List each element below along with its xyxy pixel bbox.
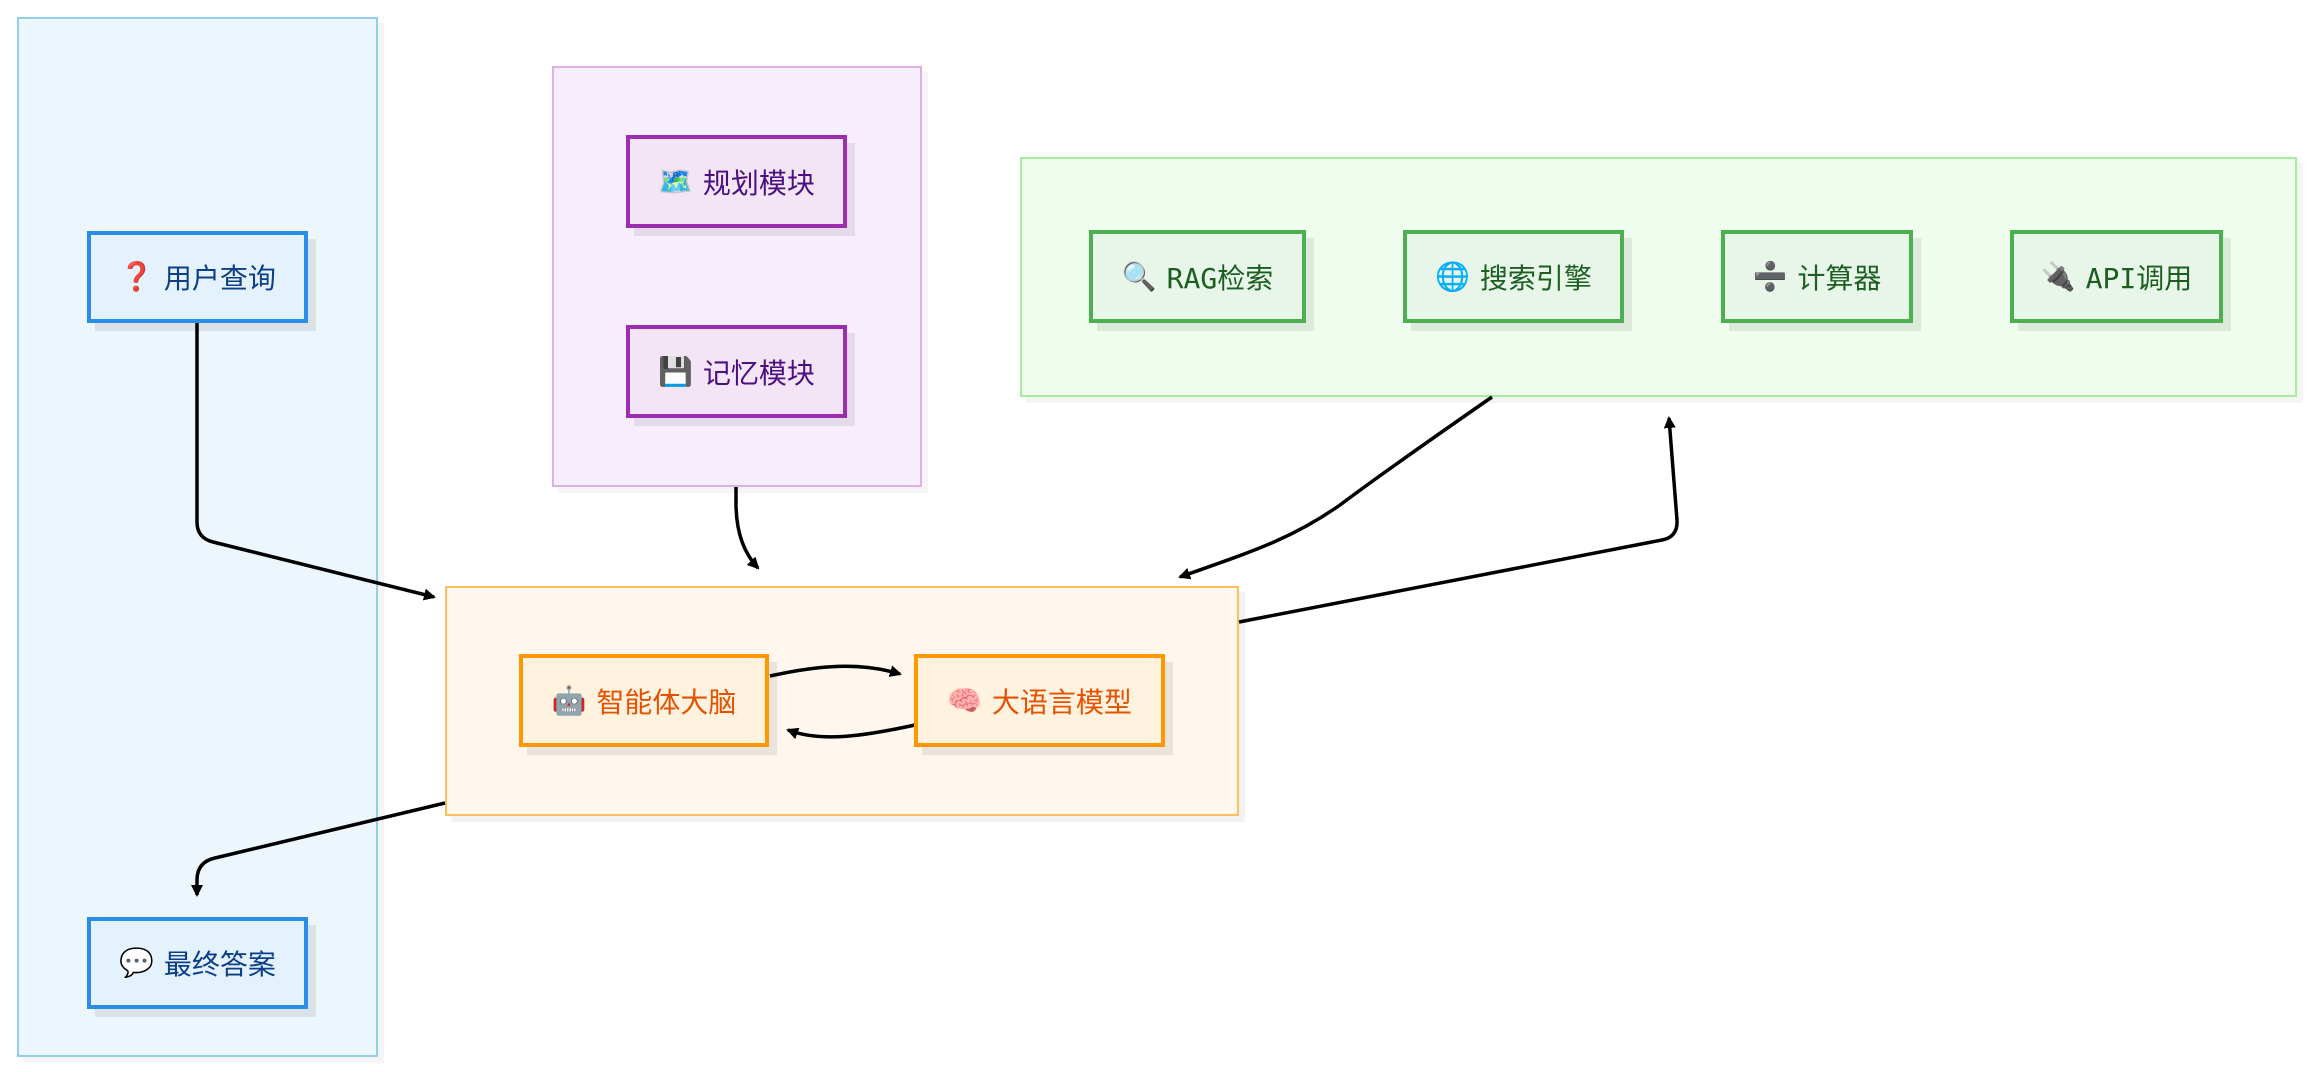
calculator-label: 计算器	[1797, 261, 1882, 295]
globe-icon: 🌐	[1435, 259, 1470, 293]
agent-brain-label: 智能体大脑	[596, 685, 737, 719]
search-engine-label: 搜索引擎	[1479, 261, 1592, 295]
robot-icon: 🤖	[551, 683, 587, 717]
search-engine-node[interactable]: 🌐 搜索引擎	[1403, 230, 1624, 323]
divide-icon: ➗	[1752, 259, 1788, 293]
planning-module-label: 规划模块	[702, 166, 815, 200]
plug-icon: 🔌	[2040, 259, 2076, 293]
edge-memory-to-core	[734, 487, 760, 570]
memory-module-label: 记忆模块	[702, 356, 815, 390]
calculator-node[interactable]: ➗ 计算器	[1721, 230, 1913, 323]
planning-module-node[interactable]: 🗺️ 规划模块	[626, 135, 847, 228]
user-query-label: 用户查询	[163, 262, 276, 295]
magnifier-icon: 🔍	[1121, 259, 1157, 293]
floppy-disk-icon: 💾	[658, 354, 693, 388]
api-call-node[interactable]: 🔌 API调用	[2010, 230, 2223, 323]
speech-bubble-icon: 💬	[119, 946, 154, 979]
map-icon: 🗺️	[658, 164, 693, 198]
user-query-node[interactable]: ❓ 用户查询	[87, 231, 308, 323]
llm-label: 大语言模型	[991, 685, 1132, 719]
memory-module-node[interactable]: 💾 记忆模块	[626, 325, 847, 418]
rag-retrieval-label: RAG检索	[1166, 261, 1274, 295]
io-group	[17, 17, 378, 1057]
rag-retrieval-node[interactable]: 🔍 RAG检索	[1089, 230, 1306, 323]
agent-brain-node[interactable]: 🤖 智能体大脑	[519, 654, 769, 747]
brain-icon: 🧠	[947, 683, 982, 717]
question-icon: ❓	[119, 260, 154, 293]
llm-node[interactable]: 🧠 大语言模型	[914, 654, 1165, 747]
final-answer-node[interactable]: 💬 最终答案	[87, 917, 308, 1009]
edge-core-to-tools	[1238, 416, 1679, 624]
edge-tools-to-core	[1178, 395, 1493, 580]
final-answer-label: 最终答案	[163, 948, 276, 981]
api-call-label: API调用	[2085, 261, 2193, 295]
planning-memory-group	[552, 66, 922, 487]
